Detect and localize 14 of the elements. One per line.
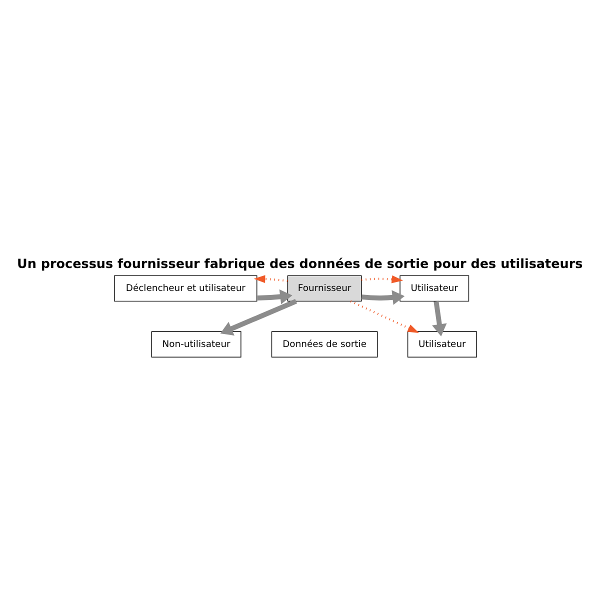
- arrow: [254, 274, 288, 283]
- node-box: Utilisateur: [407, 330, 477, 358]
- node-box: Utilisateur: [400, 274, 470, 302]
- arrow: [361, 274, 404, 283]
- arrow: [432, 300, 447, 336]
- node-box: Non-utilisateur: [151, 330, 242, 358]
- arrow: [256, 288, 292, 304]
- node-box: Fournisseur: [287, 274, 362, 302]
- diagram-title: Un processus fournisseur fabrique des données de sortie pour des utilisateurs: [17, 256, 583, 272]
- node-box: Données de sortie: [271, 330, 378, 358]
- arrow: [350, 300, 420, 332]
- node-box: Déclencheur et utilisateur: [114, 274, 258, 302]
- arrow: [220, 298, 298, 336]
- arrow: [361, 290, 405, 304]
